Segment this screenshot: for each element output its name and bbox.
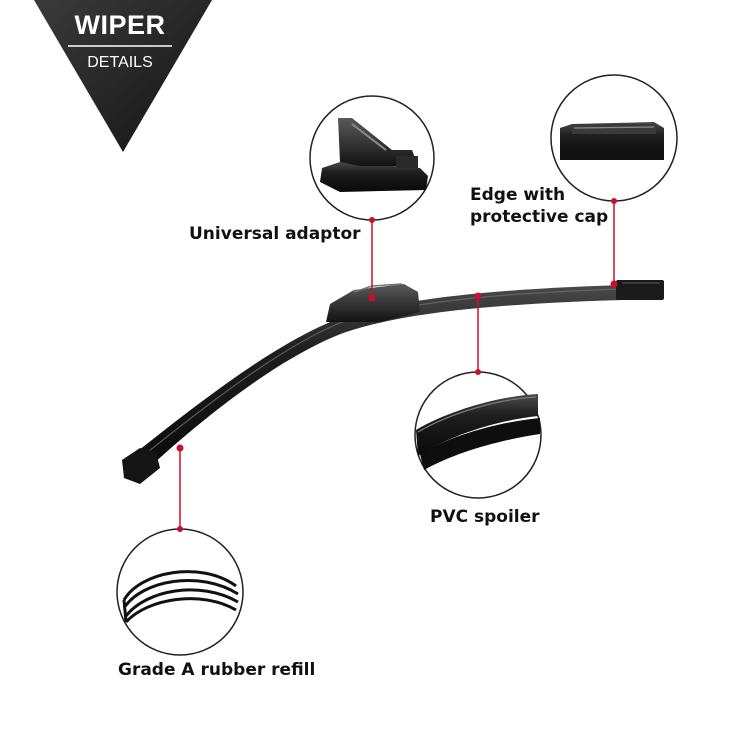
badge-title: WIPER <box>74 10 166 40</box>
edge-callout <box>550 74 678 288</box>
edge-label-line1: Edge with <box>470 185 566 205</box>
adaptor-detail-image <box>320 118 428 192</box>
badge-triangle <box>34 0 212 152</box>
edge-label: Edge with protective cap <box>470 184 608 228</box>
adaptor-label: Universal adaptor <box>189 224 361 244</box>
edge-detail-image <box>560 122 664 160</box>
spoiler-label: PVC spoiler <box>430 507 540 527</box>
wiper-blade <box>122 280 664 484</box>
edge-label-line2: protective cap <box>470 207 609 227</box>
refill-label: Grade A rubber refill <box>118 660 316 680</box>
refill-callout <box>116 444 244 656</box>
adaptor-callout <box>309 95 435 302</box>
refill-detail-image <box>122 570 239 624</box>
badge-subtitle: DETAILS <box>87 54 153 71</box>
spoiler-callout <box>414 292 542 499</box>
spoiler-detail-image <box>416 394 540 470</box>
